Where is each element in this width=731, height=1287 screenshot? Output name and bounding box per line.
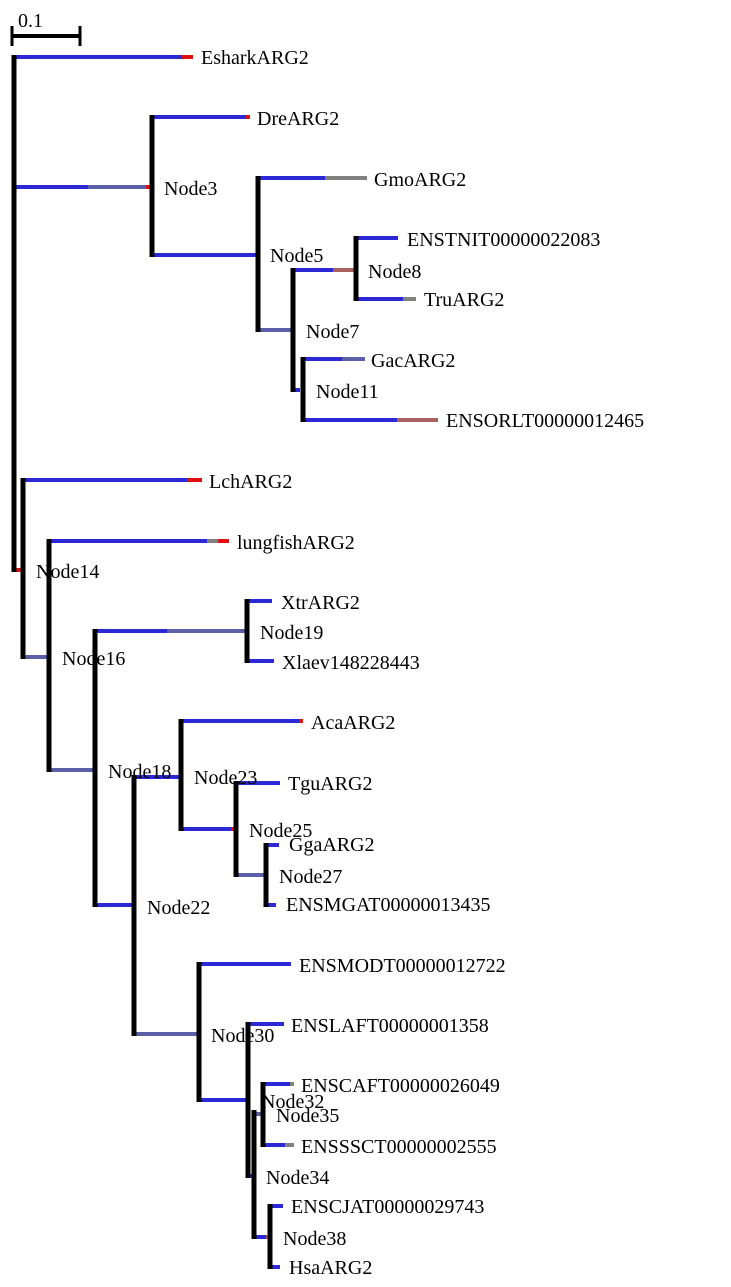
node-label-node5: Node5 [270,245,323,267]
leaf-label-xlaev: Xlaev148228443 [282,652,420,674]
node-label-node7: Node7 [306,321,359,343]
leaf-label-gmo: GmoARG2 [374,169,466,191]
horizontal-branches [14,55,438,1269]
leaf-label-dre: DreARG2 [257,108,339,130]
node-labels: Node3 Node5 Node8 Node7 Node11 Node14 No… [36,178,421,1250]
leaf-label-lch: LchARG2 [209,471,292,493]
leaf-label-aca: AcaARG2 [311,712,395,734]
leaf-label-eshark: EsharkARG2 [201,47,309,69]
node-label-node30: Node30 [211,1025,274,1047]
leaf-label-tgu: TguARG2 [288,773,372,795]
node-label-node22: Node22 [147,897,210,919]
scale-bar: 0.1 [10,10,82,46]
leaf-label-enslaft: ENSLAFT00000001358 [291,1015,489,1037]
leaf-label-ensorlt: ENSORLT00000012465 [446,410,644,432]
node-label-node18: Node18 [108,761,171,783]
leaf-label-ensmgat: ENSMGAT00000013435 [286,894,490,916]
leaf-label-enstnit: ENSTNIT00000022083 [407,229,600,251]
node-label-node11: Node11 [316,381,379,403]
leaf-label-enscjat: ENSCJAT00000029743 [291,1196,484,1218]
leaf-label-tru: TruARG2 [424,289,504,311]
node-label-node35: Node35 [276,1105,339,1127]
node-label-node14: Node14 [36,561,99,583]
vertical-connectors [11,55,359,1269]
node-label-node16: Node16 [62,648,125,670]
node-label-node38: Node38 [283,1228,346,1250]
leaf-label-hsa: HsaARG2 [289,1257,372,1279]
tree-branches [11,55,438,1269]
leaf-label-enscaft: ENSCAFT00000026049 [301,1075,500,1097]
leaf-label-enssssct: ENSSSCT00000002555 [301,1136,497,1158]
leaf-label-gac: GacARG2 [371,350,455,372]
node-label-node32: Node32 [261,1091,324,1113]
leaf-label-xtr: XtrARG2 [281,592,360,614]
leaf-label-ensmodt: ENSMODT00000012722 [299,955,506,977]
node-label-node25: Node25 [249,820,312,842]
leaf-label-lungfish: lungfishARG2 [237,532,355,554]
scale-bar-label: 0.1 [18,10,43,32]
node-label-node8: Node8 [368,261,421,283]
node-label-node19: Node19 [260,622,323,644]
node-label-node23: Node23 [194,767,257,789]
leaf-labels: EsharkARG2 DreARG2 GmoARG2 ENSTNIT000000… [201,47,644,1279]
node-label-node27: Node27 [279,866,342,888]
node-label-node3: Node3 [164,178,217,200]
node-label-node34: Node34 [266,1167,329,1189]
leaf-label-gga: GgaARG2 [289,834,375,856]
